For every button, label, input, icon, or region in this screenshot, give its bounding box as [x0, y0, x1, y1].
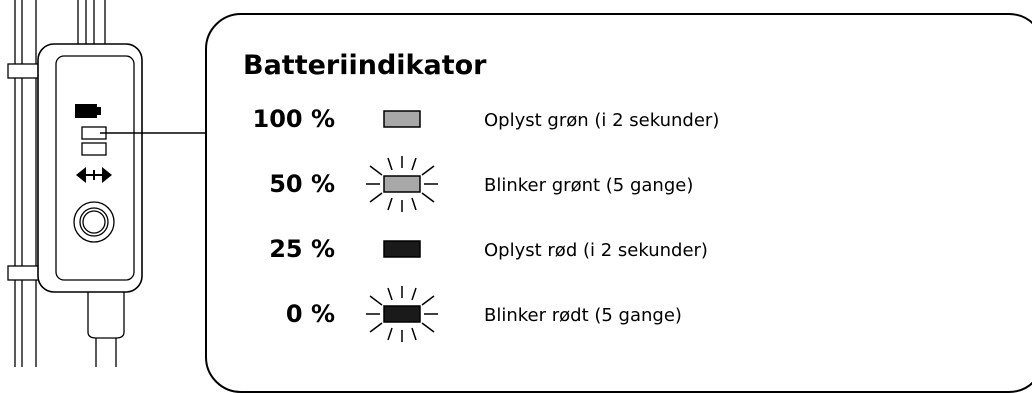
percent-label-25: 25 % — [269, 235, 335, 263]
description-100: Oplyst grøn (i 2 sekunder) — [484, 110, 720, 131]
led-indicator-green-blinking — [366, 156, 438, 212]
led-indicator-green-steady — [383, 110, 421, 128]
percent-label-0: 0 % — [285, 300, 335, 328]
description-50: Blinker grønt (5 gange) — [484, 175, 694, 196]
battery-indicator-title: Batteriindikator — [243, 50, 487, 81]
led-indicator-red-blinking — [366, 286, 438, 342]
percent-label-50: 50 % — [269, 170, 335, 198]
led-indicator-red-steady — [383, 240, 421, 258]
description-25: Oplyst rød (i 2 sekunder) — [484, 240, 708, 261]
battery-device-illustration — [7, 0, 207, 367]
description-0: Blinker rødt (5 gange) — [484, 305, 682, 326]
percent-label-100: 100 % — [252, 105, 336, 133]
